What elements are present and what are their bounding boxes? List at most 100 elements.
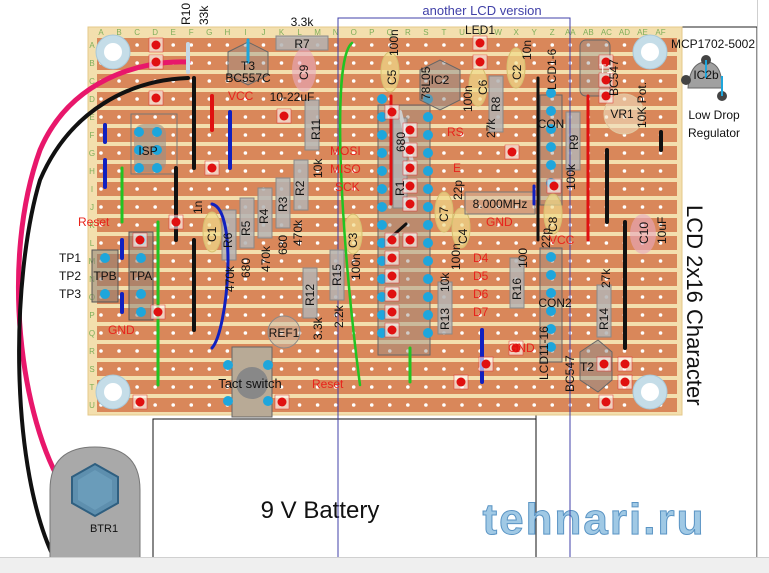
rotated-component-label: 10k [438,272,452,292]
alt-lcd-annotation: another LCD version [422,3,541,18]
hole [369,205,374,209]
hole [406,43,410,47]
hole [369,331,374,335]
rotated-component-label: 22p [451,180,465,200]
hole [388,349,392,353]
hole [315,403,320,407]
hole [532,223,536,227]
hole [279,241,284,245]
hole [117,115,121,119]
hole [478,385,482,389]
tpa-label: TPA [130,269,152,283]
hole [532,169,536,173]
mcu-pin [377,130,387,140]
hole [550,43,555,47]
rotated-component-label: 78L05 [419,66,433,100]
row-label: R [89,347,95,356]
hole [369,367,374,371]
hole [369,61,374,65]
hole [135,61,139,65]
mcu-pin [377,310,387,320]
hole [135,367,139,371]
rotated-component-label: BC547 [607,59,621,96]
hole [351,367,356,371]
cut-mark-dot [279,111,289,121]
hole [99,223,103,227]
hole [297,313,302,317]
hole [117,367,121,371]
hole [225,205,230,209]
hole [315,367,320,371]
hole [658,277,663,281]
hole [315,385,320,389]
hole [369,151,374,155]
hole [532,133,536,137]
rotated-component-label: 470k [223,265,237,292]
hole [189,43,194,47]
hole [496,295,500,299]
hole [153,403,157,407]
column-label: Q [387,28,393,37]
hole [478,403,482,407]
hole [532,385,536,389]
hole [117,169,121,173]
hole [586,313,591,317]
hole [478,133,482,137]
hole [622,169,627,173]
mcu-pin [377,256,387,266]
led1-ref: LED1 [465,23,495,37]
row-label: I [91,185,93,194]
hole [496,313,500,317]
hole [406,403,410,407]
rotated-component-label: 100n [461,85,475,112]
hole [532,331,536,335]
hole [225,79,230,83]
hole [496,133,500,137]
rotated-component-label: R10 [179,3,193,25]
hole [460,61,464,65]
rotated-component-label: R11 [309,119,323,140]
rotated-component-label: R15 [330,264,344,286]
hole [460,133,464,137]
hole [640,151,645,155]
hole [586,241,591,245]
con2-pin [546,252,556,262]
net-mosi: MOSI [330,144,361,158]
hole [279,97,284,101]
column-label: J [261,28,265,37]
hole [424,43,428,47]
rotated-component-label: R5 [239,220,253,236]
hole [658,331,663,335]
mcu-pin [423,112,433,122]
hole [442,133,446,137]
hole [207,403,212,407]
hole [640,295,645,299]
hole [622,205,627,209]
hole [135,187,139,191]
hole [189,403,194,407]
hole [640,277,645,281]
hole [99,169,103,173]
cut-mark-dot [599,359,609,369]
tp3-label: TP3 [59,287,81,301]
hole [261,133,266,137]
rotated-component-label: R8 [489,96,503,112]
hole [369,403,374,407]
hole [279,259,284,263]
hole [135,97,139,101]
column-label: X [513,28,519,37]
rotated-component-label: 680 [239,258,253,278]
hole [478,151,482,155]
hole [189,187,194,191]
hole [243,61,248,65]
hole [460,97,464,101]
hole [586,61,591,65]
rotated-component-label: 680 [276,235,290,255]
hole [171,241,175,245]
hole [315,187,320,191]
hole [460,331,464,335]
hole [460,187,464,191]
hole [279,169,284,173]
mcu-pin [423,166,433,176]
